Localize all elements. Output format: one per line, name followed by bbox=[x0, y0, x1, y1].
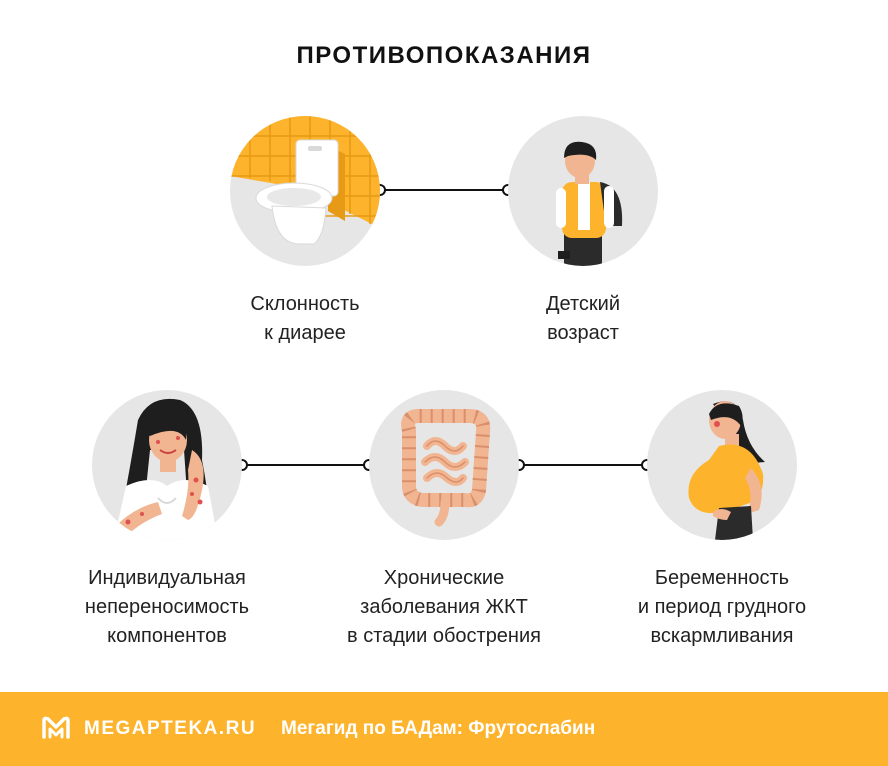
footer-bar: MEGAPTEKA.RU Мегагид по БАДам: Фрутослаб… bbox=[0, 692, 888, 766]
item-circle-pregnancy bbox=[647, 390, 797, 540]
page-title: ПРОТИВОПОКАЗАНИЯ bbox=[296, 42, 592, 69]
connector-1-2 bbox=[374, 184, 514, 196]
brand-name: MEGAPTEKA.RU bbox=[84, 718, 257, 739]
item-label-children: Детский возраст bbox=[545, 293, 621, 344]
schoolboy-icon bbox=[556, 141, 623, 266]
megapteka-logo-icon bbox=[42, 716, 70, 739]
item-circle-gi bbox=[369, 390, 519, 540]
connector-3-4 bbox=[236, 459, 375, 471]
intestine-icon bbox=[401, 409, 491, 527]
item-circle-children bbox=[508, 116, 658, 266]
toilet-icon bbox=[230, 116, 380, 245]
item-label-diarrhea: Склонность к диарее bbox=[250, 293, 360, 344]
item-label-gi: Хронические заболевания ЖКТ в стадии обо… bbox=[347, 567, 541, 647]
item-label-intolerance: Индивидуальная непереносимость компонент… bbox=[84, 567, 250, 647]
allergy-woman-icon bbox=[112, 398, 218, 540]
item-label-pregnancy: Беременность и период грудного вскармлив… bbox=[637, 567, 807, 647]
connector-4-5 bbox=[513, 459, 653, 471]
pregnant-woman-icon bbox=[688, 401, 765, 540]
footer-tagline: Мегагид по БАДам: Фрутослабин bbox=[281, 718, 596, 739]
item-circle-intolerance bbox=[92, 390, 242, 540]
item-circle-diarrhea bbox=[230, 116, 380, 266]
